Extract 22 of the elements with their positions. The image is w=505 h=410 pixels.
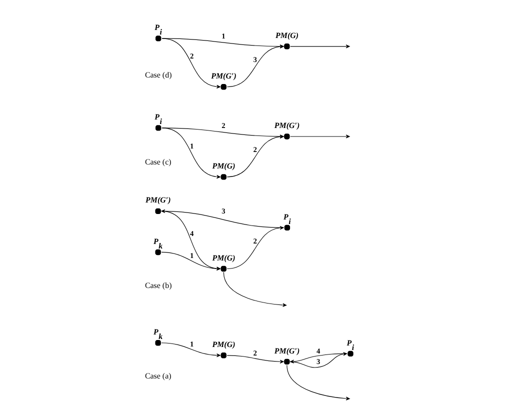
arrow xyxy=(160,209,284,228)
arrow xyxy=(226,134,284,178)
node-label: PM(G) xyxy=(212,253,235,262)
arrow xyxy=(161,38,220,89)
arrow xyxy=(161,128,284,138)
arrow xyxy=(160,342,220,358)
arrow xyxy=(226,44,284,88)
node-label: PM(G) xyxy=(275,30,298,40)
arrow xyxy=(226,355,284,364)
node-label: PM(G) xyxy=(212,162,235,171)
arrow xyxy=(160,252,220,270)
node-label: PM(G′) xyxy=(274,121,300,130)
node-label: PM(G′) xyxy=(274,346,300,356)
label: Case (d) xyxy=(144,70,172,80)
node-label: PM(G′) xyxy=(210,71,236,80)
arrow xyxy=(161,38,284,48)
node-label: PM(G′) xyxy=(145,196,170,205)
label: Case (a) xyxy=(144,372,171,381)
arrow xyxy=(160,210,220,270)
label: Case (c) xyxy=(144,157,171,166)
node-label: PM(G) xyxy=(212,340,235,349)
label: Case (b) xyxy=(144,280,172,290)
